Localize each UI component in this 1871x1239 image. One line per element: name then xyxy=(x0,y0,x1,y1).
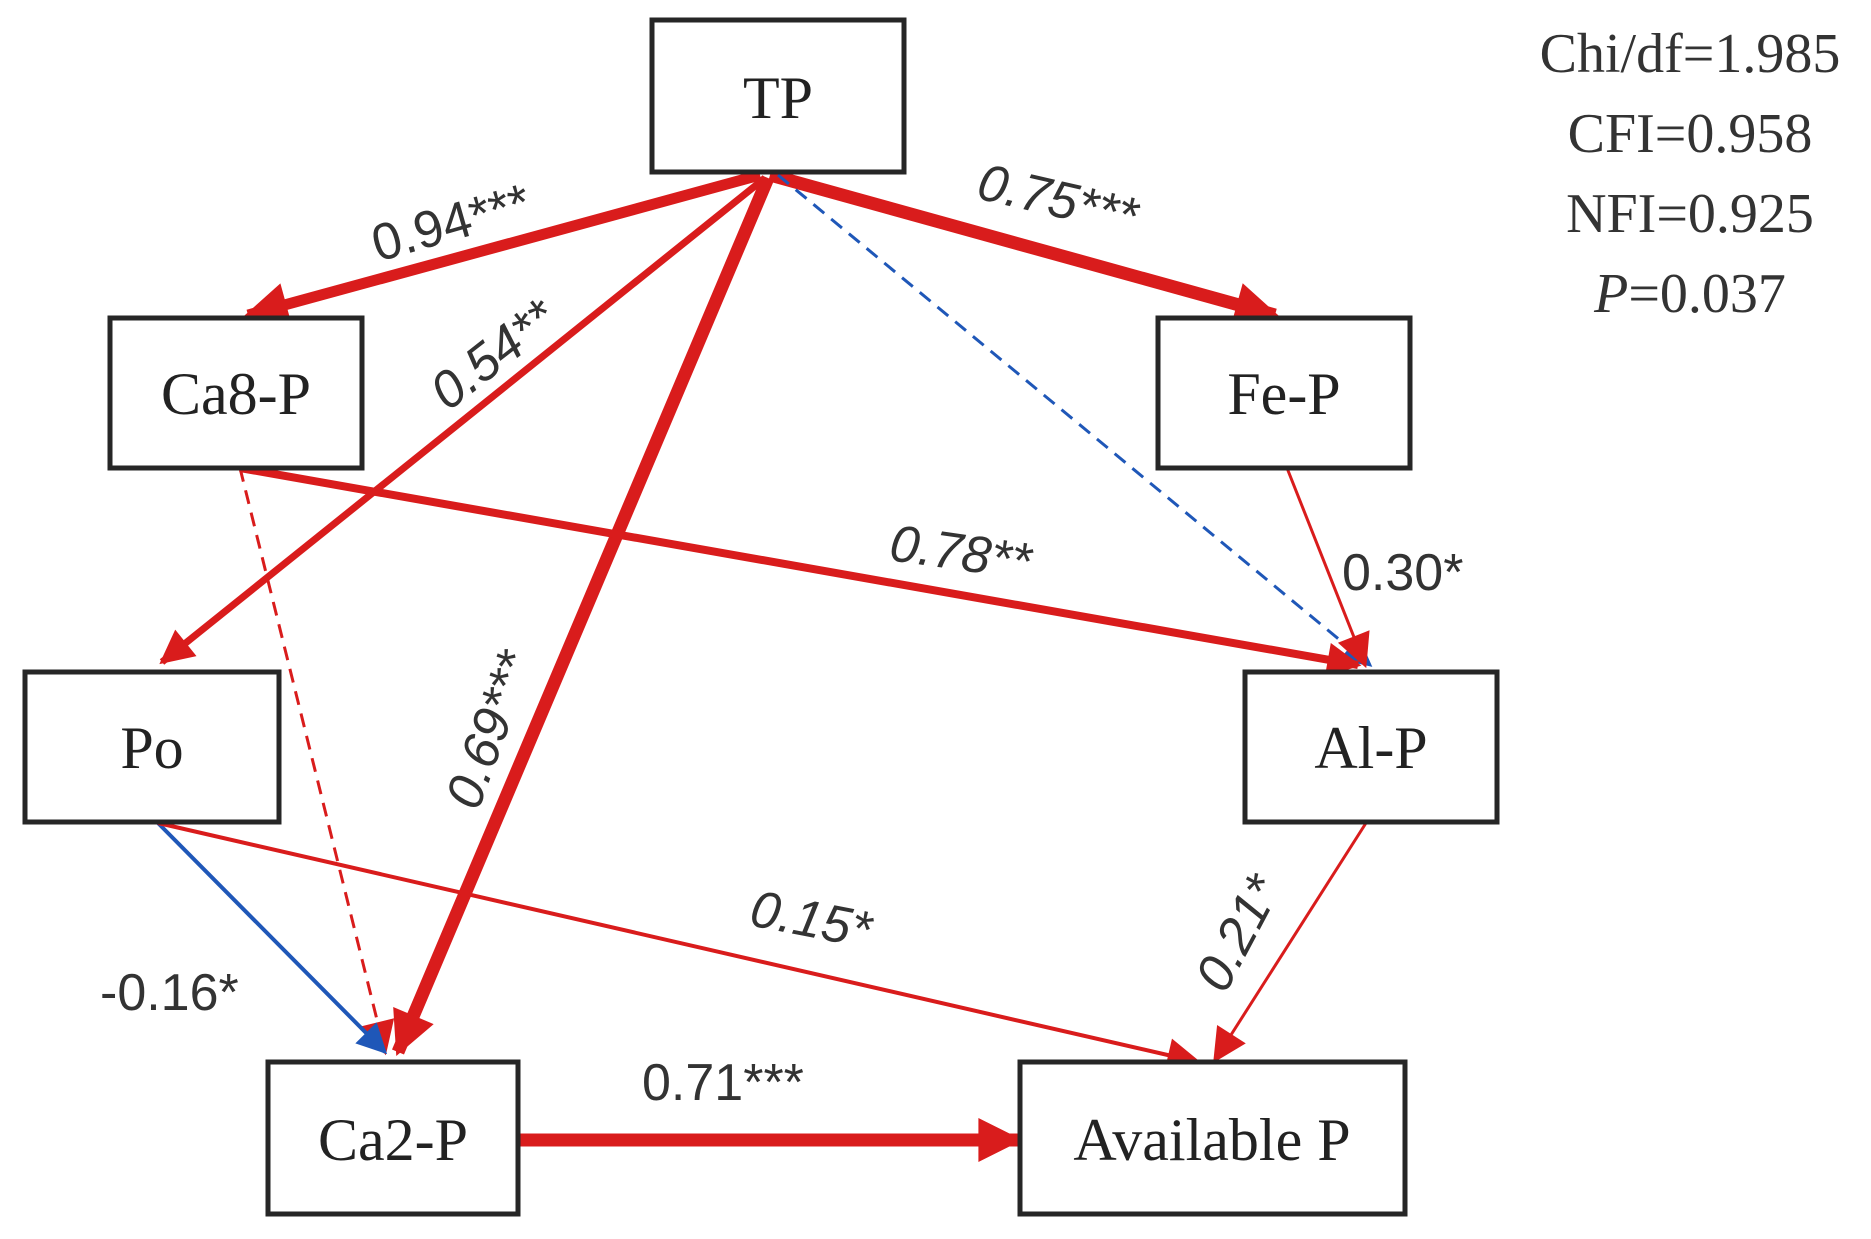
coef-po-ca2p: -0.16* xyxy=(100,964,239,1022)
node-po-label: Po xyxy=(120,715,183,781)
coef-fep-alp: 0.30* xyxy=(1342,544,1463,602)
coef-po-availp: 0.15* xyxy=(746,880,878,960)
path-tp-to-alp xyxy=(777,173,1373,667)
path-tp-to-po xyxy=(159,175,768,665)
path-ca8p-to-alp xyxy=(239,464,1362,677)
node-fep: Fe-P xyxy=(1155,315,1413,471)
coef-ca8p-alp: 0.78** xyxy=(886,514,1036,591)
node-tp: TP xyxy=(649,17,907,175)
fit-p: P=0.037 xyxy=(1593,263,1786,325)
node-fep-label: Fe-P xyxy=(1227,361,1340,427)
node-alp-label: Al-P xyxy=(1314,715,1427,781)
fit-cfi: CFI=0.958 xyxy=(1568,103,1813,165)
node-ca2p: Ca2-P xyxy=(265,1059,521,1217)
node-availp-label: Available P xyxy=(1073,1107,1350,1173)
node-ca8p-label: Ca8-P xyxy=(161,361,311,427)
path-po-to-ca2p xyxy=(156,821,388,1055)
path-fep-to-alp xyxy=(1285,467,1370,669)
fit-p-value: =0.037 xyxy=(1628,263,1786,325)
node-po: Po xyxy=(22,669,282,825)
node-alp: Al-P xyxy=(1242,669,1500,825)
fit-chi-df: Chi/df=1.985 xyxy=(1540,23,1841,85)
path-po-to-availp xyxy=(157,821,1202,1072)
fit-nfi: NFI=0.925 xyxy=(1566,183,1814,245)
coef-alp-availp: 0.21* xyxy=(1184,865,1293,1001)
path-ca8p-to-ca2p xyxy=(238,467,395,1056)
path-tp-to-fep xyxy=(768,168,1280,326)
fit-indices: Chi/df=1.985 CFI=0.958 NFI=0.925 P=0.037 xyxy=(1540,23,1841,325)
path-alp-to-availp xyxy=(1213,822,1368,1063)
path-tp-to-ca8p xyxy=(243,169,762,326)
node-tp-label: TP xyxy=(743,65,813,131)
path-tp-to-ca2p xyxy=(392,175,774,1057)
fit-p-symbol: P xyxy=(1593,263,1628,325)
node-ca8p: Ca8-P xyxy=(107,315,365,471)
node-ca2p-label: Ca2-P xyxy=(318,1107,468,1173)
coef-ca2p-availp: 0.71*** xyxy=(642,1054,804,1112)
node-availp: Available P xyxy=(1017,1059,1408,1217)
